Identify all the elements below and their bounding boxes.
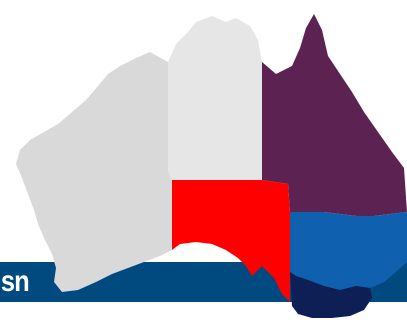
banner-title: sn — [0, 265, 30, 298]
region-northeast[interactable] — [262, 14, 407, 216]
region-north[interactable] — [168, 16, 262, 180]
region-south-tip[interactable] — [290, 272, 372, 318]
region-southeast[interactable] — [290, 212, 407, 290]
region-south[interactable] — [172, 180, 290, 302]
region-west[interactable] — [16, 52, 172, 292]
